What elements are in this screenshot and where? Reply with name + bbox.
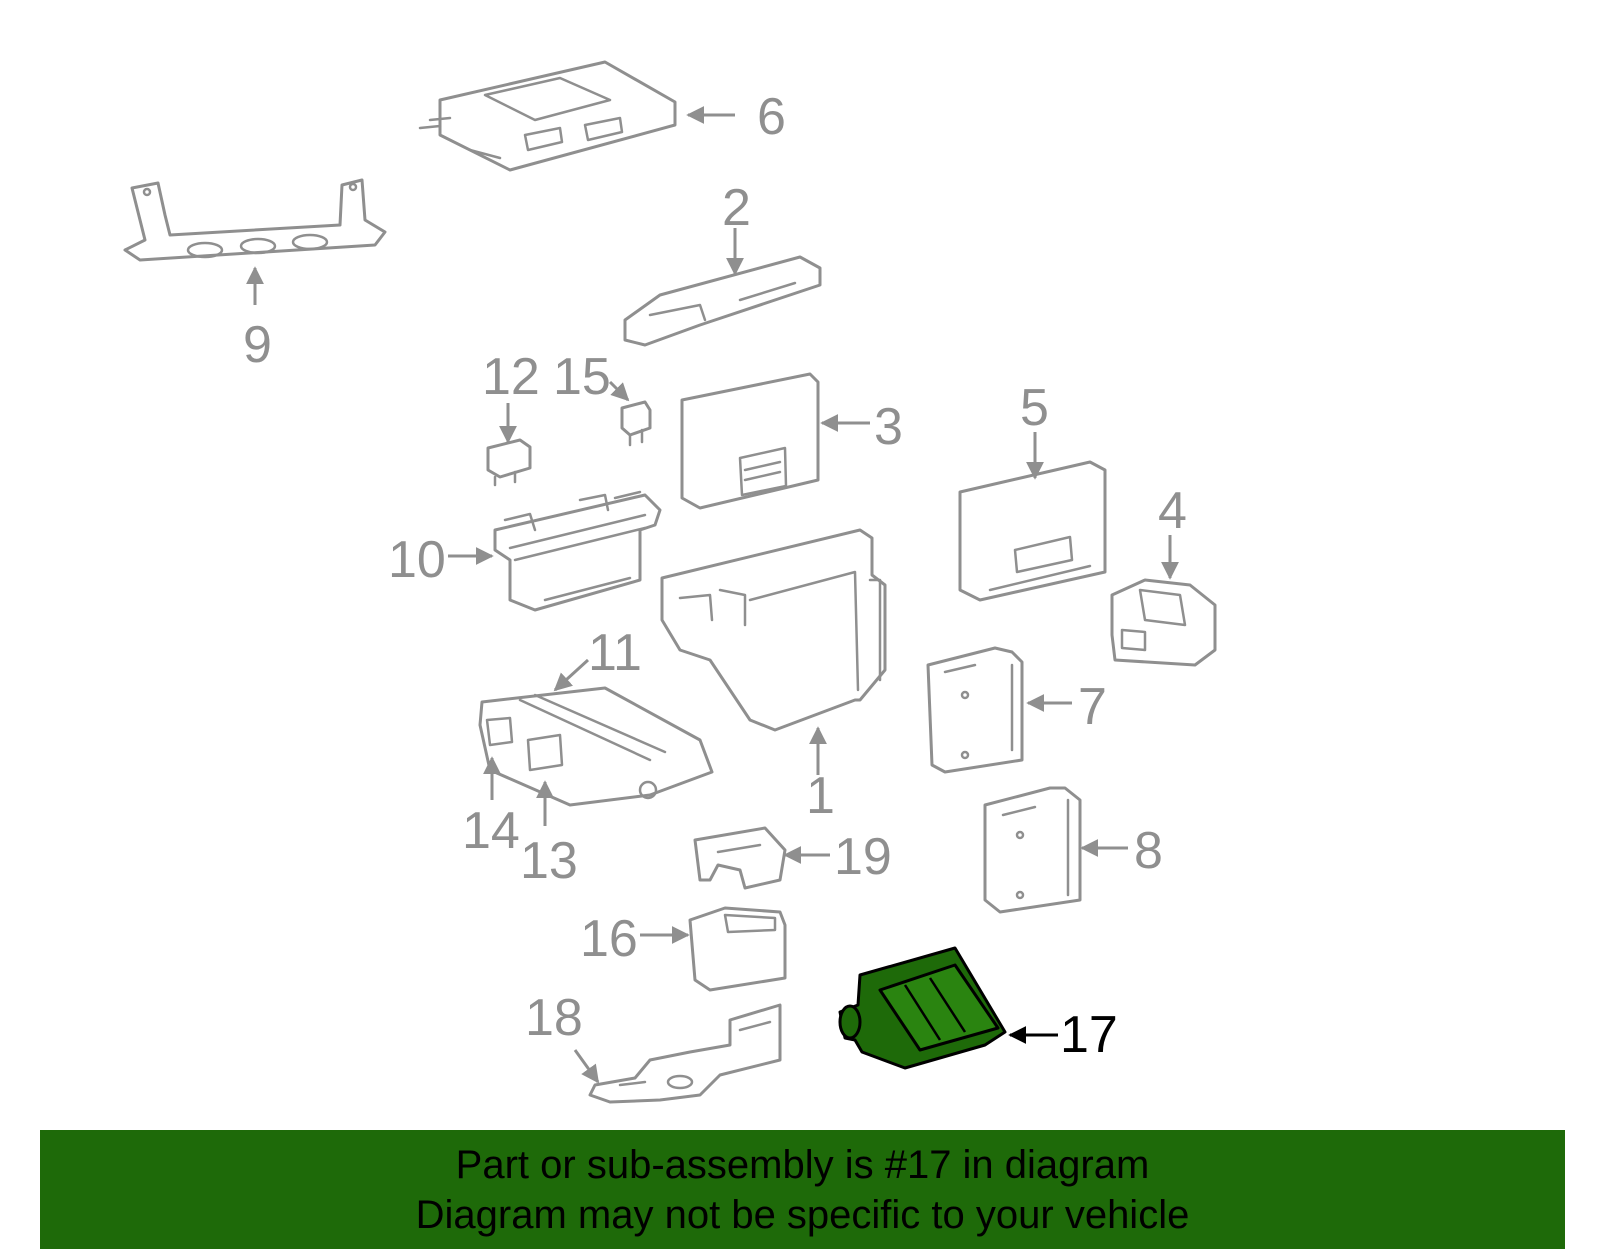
leader-18	[573, 1049, 600, 1084]
leader-15	[608, 380, 630, 402]
leader-11	[553, 658, 590, 692]
part-4-actuator	[1110, 578, 1217, 667]
callout-7[interactable]: 7	[1078, 678, 1107, 736]
part-12-relay	[486, 438, 532, 487]
callout-14[interactable]: 14	[462, 802, 520, 860]
callout-8[interactable]: 8	[1134, 822, 1163, 880]
callout-13[interactable]: 13	[520, 832, 578, 890]
part-2-cover	[623, 255, 822, 347]
callout-15[interactable]: 15	[553, 348, 611, 406]
part-18-bracket	[588, 1003, 782, 1104]
part-8-module	[983, 786, 1082, 914]
part-7-module	[926, 646, 1024, 774]
callout-18[interactable]: 18	[525, 989, 583, 1047]
part-10-fusebox	[493, 490, 662, 612]
callout-12[interactable]: 12	[482, 348, 540, 406]
callout-10[interactable]: 10	[388, 531, 446, 589]
callout-19[interactable]: 19	[834, 828, 892, 886]
part-3-ecu	[680, 372, 820, 510]
part-19-cover	[693, 826, 787, 890]
callout-5[interactable]: 5	[1020, 379, 1049, 437]
callout-17[interactable]: 17	[1060, 1006, 1118, 1064]
part-17-highlighted	[838, 946, 1007, 1070]
info-banner: Part or sub-assembly is #17 in diagram D…	[40, 1130, 1565, 1249]
callout-16[interactable]: 16	[580, 910, 638, 968]
part-9-bracket	[123, 178, 387, 262]
callout-3[interactable]: 3	[874, 398, 903, 456]
callout-1[interactable]: 1	[806, 767, 835, 825]
banner-line-1: Part or sub-assembly is #17 in diagram	[455, 1142, 1150, 1187]
part-6-module	[418, 60, 677, 172]
part-1-housing	[660, 528, 887, 732]
part-5-module	[958, 460, 1107, 602]
callout-11[interactable]: 11	[588, 624, 642, 682]
callout-6[interactable]: 6	[757, 88, 786, 146]
callout-9[interactable]: 9	[243, 316, 272, 374]
callout-4[interactable]: 4	[1158, 482, 1187, 540]
part-16-relay	[688, 906, 787, 992]
part-11-carrier	[478, 686, 714, 807]
callout-2[interactable]: 2	[722, 179, 751, 237]
part-15-switch	[620, 400, 652, 447]
banner-line-2: Diagram may not be specific to your vehi…	[415, 1192, 1190, 1237]
